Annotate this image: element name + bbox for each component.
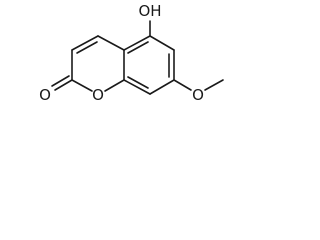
bond-c4a-c5 bbox=[123, 35, 151, 51]
bond-o1-c8a bbox=[104, 79, 125, 92]
bond-c4-c3 bbox=[71, 35, 99, 51]
structure-diagram: OH O O O bbox=[39, 2, 224, 104]
bond-c7-o bbox=[173, 79, 192, 91]
bond-c4a-c5-inner bbox=[127, 41, 149, 54]
carbonyl-oxygen-label: O bbox=[39, 86, 51, 104]
bond-c8-c8a-inner bbox=[127, 76, 149, 89]
bond-c2-carbonyl bbox=[54, 79, 73, 91]
bond-c2-carbonyl-inner bbox=[51, 75, 70, 87]
bond-c7-c8 bbox=[149, 79, 175, 95]
bond-c4-c3-inner bbox=[76, 41, 98, 54]
bond-c5-c6 bbox=[149, 35, 175, 51]
bond-c8-c8a bbox=[123, 79, 151, 95]
bond-o-ch3 bbox=[204, 79, 224, 91]
methoxy-oxygen-label: O bbox=[192, 86, 204, 104]
hydroxyl-label: OH bbox=[138, 2, 161, 20]
bond-c4a-c4 bbox=[97, 35, 125, 51]
bond-c2-o1 bbox=[71, 79, 93, 92]
ring-oxygen-label: O bbox=[92, 86, 104, 104]
